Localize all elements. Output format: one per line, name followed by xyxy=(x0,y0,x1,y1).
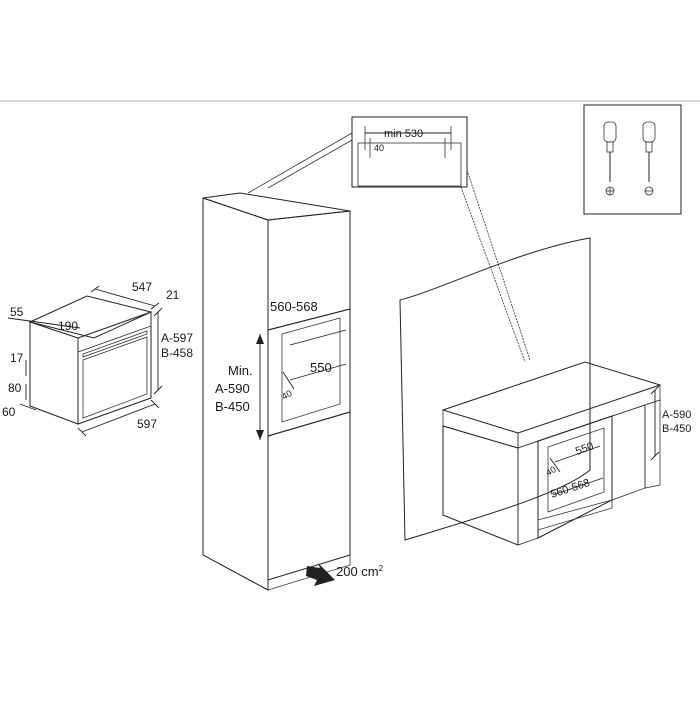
dim-front-offset-line xyxy=(7,317,81,329)
screwdriver-box xyxy=(583,104,682,215)
oven-control-panel xyxy=(77,311,152,353)
dim-oven-depth: 547 xyxy=(132,280,152,294)
dim-niche-depth: 550 xyxy=(310,360,332,375)
dim-oven-gap-60: 60 xyxy=(2,405,16,419)
dim-oven-front-offset: 55 xyxy=(10,305,24,319)
detail-panel xyxy=(357,142,462,187)
dim-oven-depth-line xyxy=(94,288,156,307)
tools-frame xyxy=(583,104,682,215)
dim-counter-depth: 550 xyxy=(574,440,595,458)
detail-edge: 40 xyxy=(374,143,384,153)
counter-left-door xyxy=(517,440,539,546)
counter-right-door xyxy=(611,404,646,501)
counter-cabinet-side xyxy=(442,425,519,546)
dim-oven-top-offset: 190 xyxy=(58,319,78,333)
dim-oven-panel: 21 xyxy=(166,288,180,302)
counter-top xyxy=(441,361,662,434)
cabinet-top xyxy=(202,192,351,221)
flathead-screwdriver-icon xyxy=(642,121,656,196)
oven-door-glass xyxy=(82,336,148,419)
under-counter-unit: 550 40 560-568 A-590 B-450 xyxy=(399,237,691,546)
detail-frame xyxy=(351,116,468,188)
cabinet-plinth xyxy=(267,554,351,591)
counter-niche-back xyxy=(547,427,605,513)
dim-oven-gap-80: 80 xyxy=(8,381,22,395)
dim-counter-height-a: A-590 xyxy=(662,409,691,421)
dim-niche-height-a: A-590 xyxy=(215,381,250,396)
dim-niche-min: Min. xyxy=(228,363,253,378)
dim-niche-width: 560-568 xyxy=(270,299,318,314)
dim-oven-width-line xyxy=(81,403,156,433)
oven-side-face xyxy=(29,321,79,425)
phillips-screwdriver-icon xyxy=(603,121,617,196)
cabinet-lower-door xyxy=(267,411,351,581)
dim-niche-height-b: B-450 xyxy=(215,399,250,414)
oven-top-face xyxy=(28,295,153,339)
dim-niche-back-gap: 40 xyxy=(280,388,294,402)
tall-cabinet: 560-568 550 40 Min. A-590 B-450 200 cm2 xyxy=(202,132,384,591)
vent-arrow-icon xyxy=(306,563,335,586)
detail-min-width: min 530 xyxy=(384,128,423,140)
kitchen-wall xyxy=(399,237,591,541)
dim-counter-width: 560-568 xyxy=(549,477,591,501)
top-detail-box: min 530 40 xyxy=(351,116,531,363)
oven-unit: 547 21 55 190 A-597 B-458 17 80 60 597 xyxy=(2,280,193,437)
cabinet-niche xyxy=(267,308,351,437)
cabinet-niche-back xyxy=(281,317,341,423)
vent-area: 200 cm2 xyxy=(336,564,384,579)
dim-oven-gap-17: 17 xyxy=(10,351,24,365)
dim-oven-height-a: A-597 xyxy=(161,331,193,345)
dim-oven-width: 597 xyxy=(137,417,157,431)
dim-oven-height-b: B-458 xyxy=(161,346,193,360)
oven-handle xyxy=(82,330,148,358)
counter-edge-front xyxy=(517,384,661,449)
dim-counter-height-b: B-450 xyxy=(662,423,691,435)
dim-counter-back-gap: 40 xyxy=(544,464,558,478)
